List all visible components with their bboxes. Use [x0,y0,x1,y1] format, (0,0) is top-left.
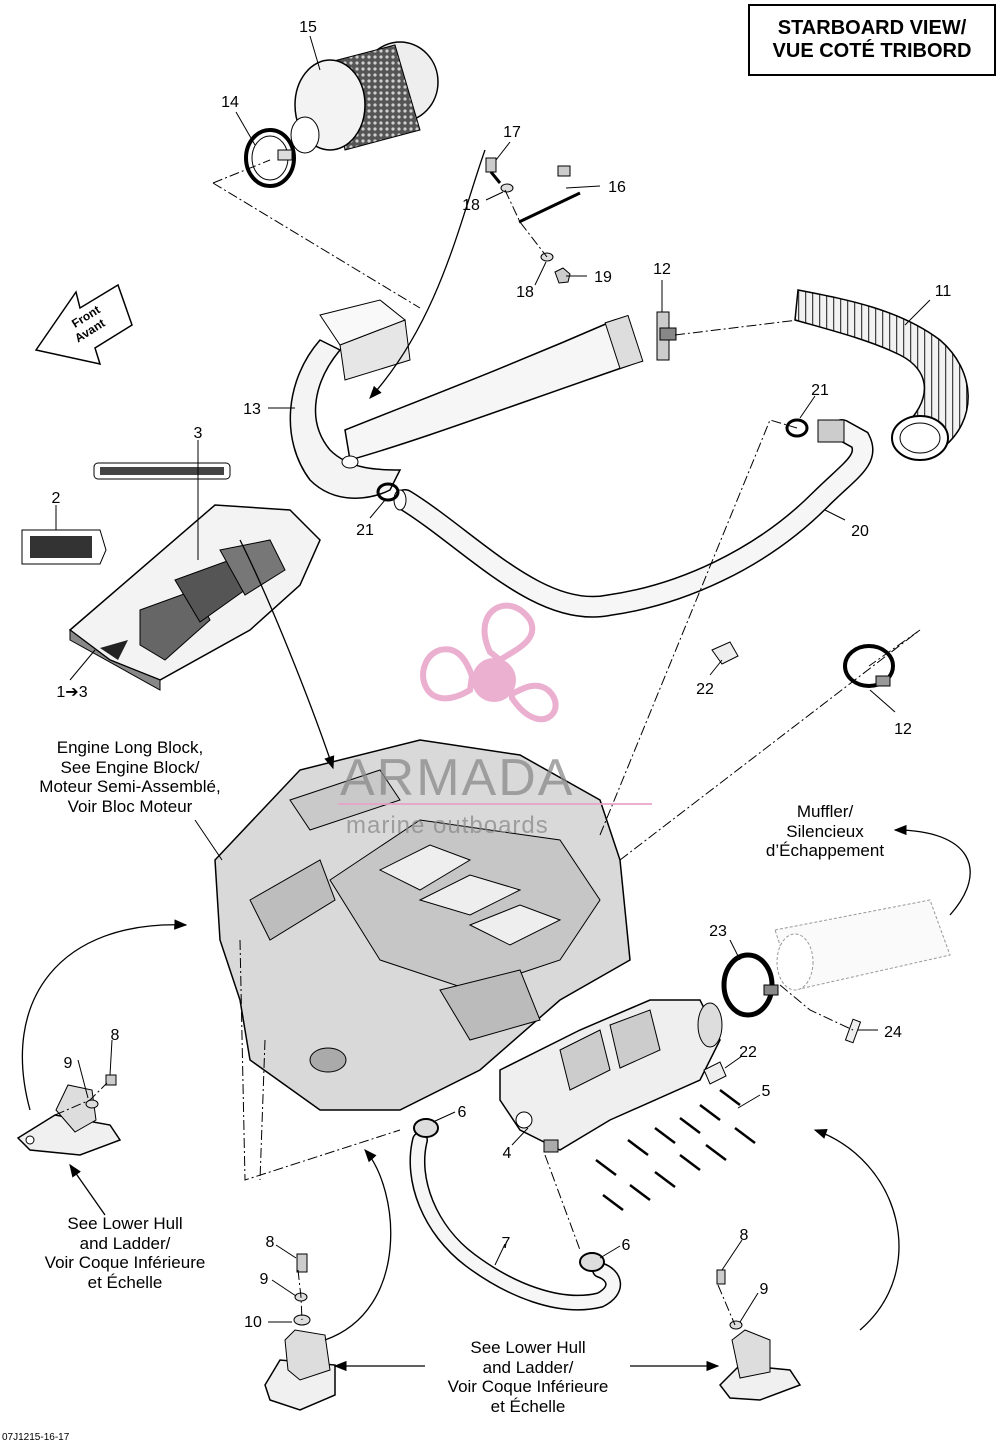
engine-mount-right [716,1269,802,1401]
engine-mount-left [16,1074,122,1156]
engine-note-line4: Voir Bloc Moteur [67,796,193,816]
callout-numbers: 15 14 17 16 18 18 19 12 11 13 21 3 2 21 … [52,19,952,1331]
hose-clamp-12-bottom [843,644,895,688]
strap-hardware [485,157,581,284]
muffler [774,899,951,991]
engine-note-line3: Moteur Semi-Assemblé, [39,777,221,796]
fitting-22-lower [703,1061,727,1085]
callout-9c: 9 [760,1281,769,1298]
callout-24: 24 [884,1024,902,1041]
callout-9b: 9 [260,1271,269,1288]
intake-hose-11 [794,289,969,461]
callout-3: 3 [194,425,203,442]
callout-17: 17 [503,124,521,141]
hull-bottom-line2: and Ladder/ [482,1357,574,1377]
water-hose-7 [409,1132,622,1311]
engine-note-line2: See Engine Block/ [60,757,200,777]
hull-left-line1: See Lower Hull [67,1214,183,1233]
exhaust-manifold-4 [499,999,723,1153]
muffler-note: Muffler/ Silencieux d’Échappement [730,802,920,861]
callout-13: 13 [243,401,261,418]
callout-8a: 8 [111,1027,120,1044]
callout-2: 2 [52,490,61,507]
callout-4: 4 [503,1145,512,1162]
callout-12b: 12 [894,721,912,738]
engine-long-block-note: Engine Long Block, See Engine Block/ Mot… [20,738,240,816]
hull-bottom-line1: See Lower Hull [470,1338,586,1357]
callout-8c: 8 [266,1234,275,1251]
callout-8b: 8 [740,1227,749,1244]
callout-19: 19 [594,269,612,286]
hose-clamp-14 [244,128,296,188]
callout-16: 16 [608,179,626,196]
callout-12a: 12 [653,261,671,278]
exhaust-clamp-23 [721,952,779,1018]
hull-left-line4: et Échelle [87,1272,163,1292]
lower-hull-note-left: See Lower Hull and Ladder/ Voir Coque In… [15,1214,235,1292]
front-arrow: Front Avant [34,283,133,366]
callout-15: 15 [299,19,317,36]
callout-21b: 21 [811,382,829,399]
hose-clamp-6 [413,1118,605,1272]
callout-5: 5 [762,1083,771,1100]
muffler-note-line2: Silencieux [786,821,864,841]
air-filter [290,41,439,154]
reference-arrows [21,149,971,1372]
callout-23: 23 [709,923,727,940]
callout-6a: 6 [458,1104,467,1121]
engine-cover-1 [68,504,321,691]
view-title-line2: VUE COTÉ TRIBORD [772,40,972,62]
fitting-22-upper [711,641,739,665]
view-title-box: STARBOARD VIEW/ VUE COTÉ TRIBORD [748,4,996,76]
callout-22b: 22 [739,1044,757,1061]
view-title-line1: STARBOARD VIEW/ [777,17,967,39]
engine-note-line1: Engine Long Block, [56,738,204,757]
watermark-brand: ARMADA [340,749,575,807]
assembly-lines [54,159,921,1326]
callout-11: 11 [935,283,952,300]
decal-2 [21,529,107,565]
callout-9a: 9 [64,1055,73,1072]
hull-left-line2: and Ladder/ [79,1233,171,1253]
engine-mount-center [264,1253,336,1411]
callout-18b: 18 [516,284,534,301]
figure-code: 07J1215-16-17 [2,1432,70,1443]
callout-10: 10 [244,1314,262,1331]
callout-1-3: 1➔3 [56,684,87,701]
armada-logo [338,602,652,805]
lower-hull-note-bottom: See Lower Hull and Ladder/ Voir Coque In… [418,1338,638,1416]
vent-hose-20 [393,419,874,618]
engine-block [214,739,631,1111]
muffler-note-line3: d’Échappement [765,841,885,860]
callout-7: 7 [502,1235,511,1252]
intake-duct-13 [289,299,644,499]
decal-3 [93,462,231,480]
hose-clamp-21 [376,418,809,502]
callout-20: 20 [851,523,869,540]
hull-left-line3: Voir Coque Inférieure [44,1253,206,1272]
manifold-bolts-5 [595,1089,756,1211]
hull-bottom-line3: Voir Coque Inférieure [447,1377,609,1396]
pin-24 [844,1018,862,1044]
muffler-note-line1: Muffler/ [796,802,854,821]
callout-6b: 6 [622,1237,631,1254]
hull-bottom-line4: et Échelle [490,1396,566,1416]
watermark-sub: marine outboards [346,812,549,839]
callout-21a: 21 [356,522,374,539]
callout-14: 14 [221,94,239,111]
leader-lines [55,35,931,1323]
callout-22a: 22 [696,681,714,698]
callout-18a: 18 [462,197,480,214]
hose-clamp-12-top [656,311,677,361]
